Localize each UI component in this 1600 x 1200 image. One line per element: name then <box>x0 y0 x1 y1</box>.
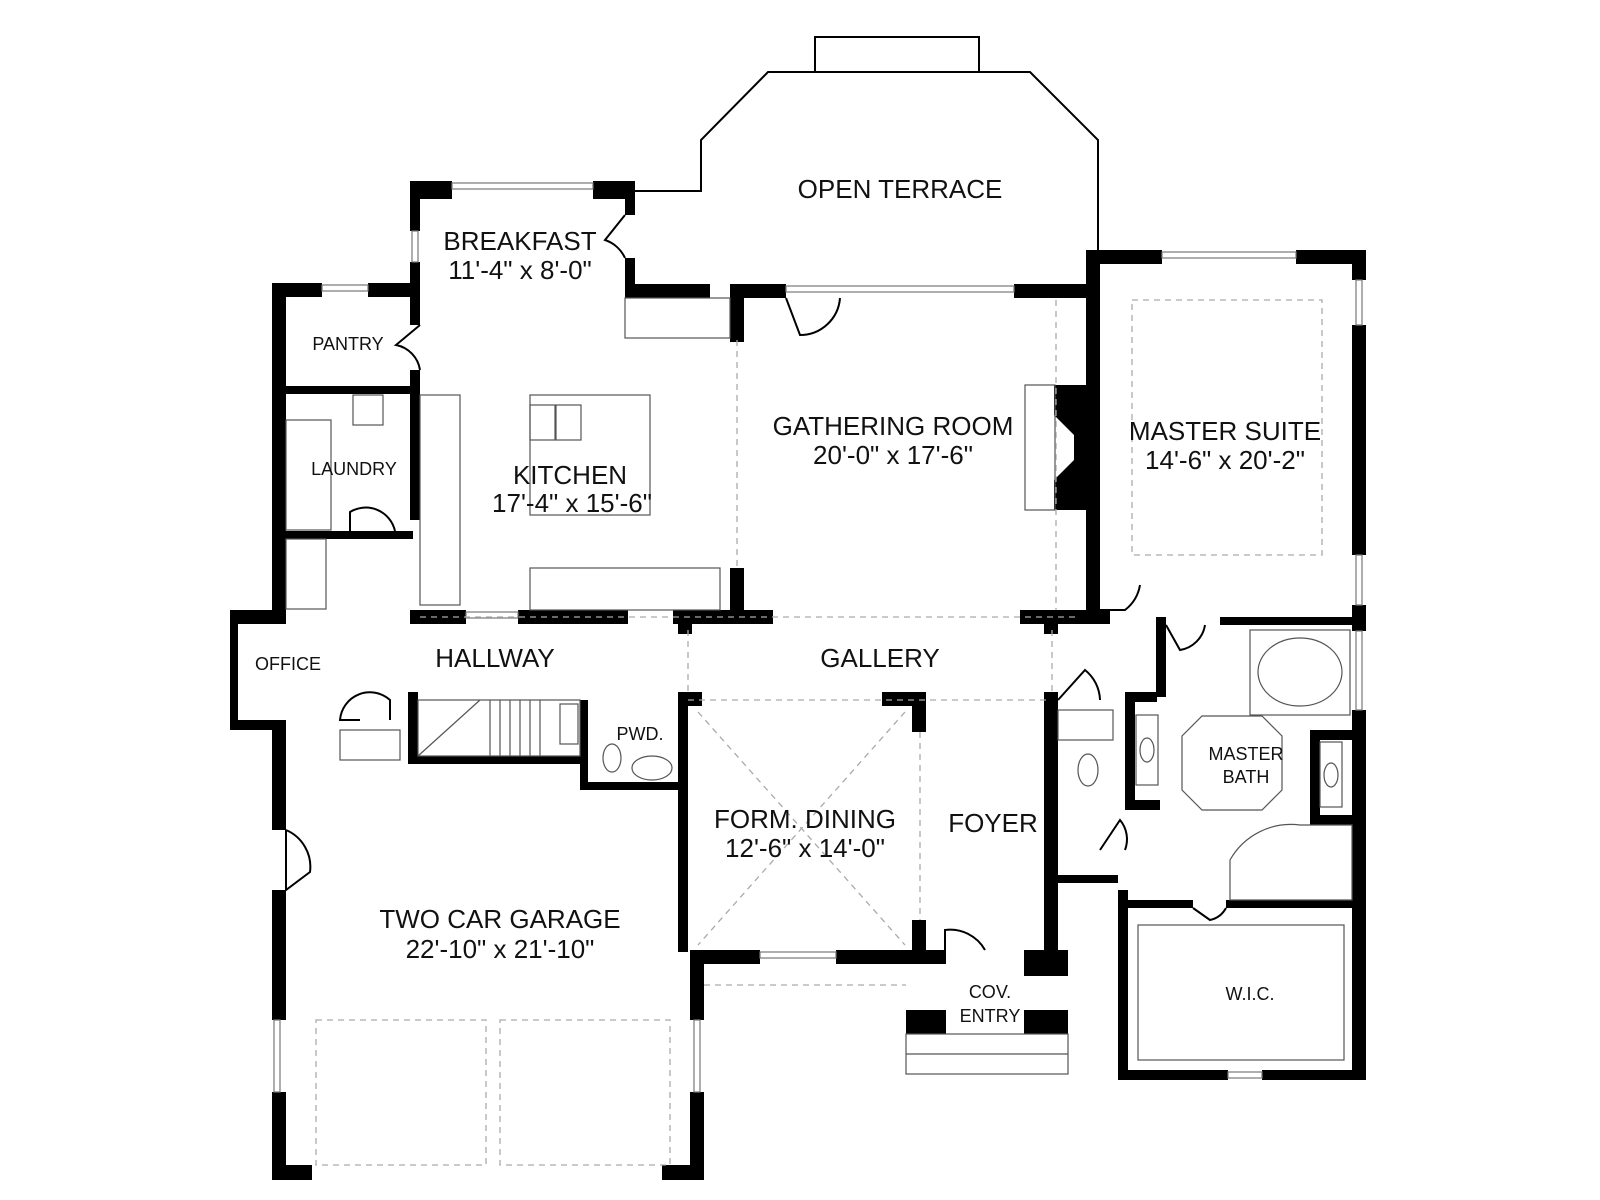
breakfast-label: BREAKFAST <box>443 226 596 256</box>
kitchen-size: 17'-4" x 15'-6" <box>492 488 652 518</box>
master-bath-label-1: MASTER <box>1208 744 1283 764</box>
gathering-room-label: GATHERING ROOM <box>773 411 1014 441</box>
gallery-label: GALLERY <box>820 643 939 673</box>
laundry-label: LAUNDRY <box>311 459 397 479</box>
pantry-label: PANTRY <box>312 334 383 354</box>
breakfast-size: 11'-4" x 8'-0" <box>448 255 592 285</box>
master-bath-label-2: BATH <box>1223 767 1270 787</box>
two-car-garage-label: TWO CAR GARAGE <box>379 904 620 934</box>
hallway-label: HALLWAY <box>435 643 554 673</box>
doors <box>285 214 1227 951</box>
foyer-label: FOYER <box>948 808 1038 838</box>
open-terrace-label: OPEN TERRACE <box>798 174 1003 204</box>
gathering-room-size: 20'-0" x 17'-6" <box>813 440 973 470</box>
kitchen-label: KITCHEN <box>513 460 627 490</box>
form-dining-size: 12'-6" x 14'-0" <box>725 833 885 863</box>
cov-entry-label-2: ENTRY <box>960 1006 1021 1026</box>
fireplace <box>1024 384 1098 511</box>
cov-entry-label-1: COV. <box>969 982 1011 1002</box>
room-labels: OPEN TERRACE BREAKFAST 11'-4" x 8'-0" PA… <box>255 174 1321 1026</box>
open-terrace-outline <box>634 36 1099 255</box>
form-dining-label: FORM. DINING <box>714 804 896 834</box>
pwd-label: PWD. <box>617 724 664 744</box>
two-car-garage-size: 22'-10" x 21'-10" <box>406 934 595 964</box>
master-suite-label: MASTER SUITE <box>1129 416 1321 446</box>
windows <box>273 182 1363 1093</box>
walls <box>230 181 1366 1180</box>
office-label: OFFICE <box>255 654 321 674</box>
dashed-lines <box>315 299 1323 1166</box>
master-suite-size: 14'-6" x 20'-2" <box>1145 445 1305 475</box>
wic-label: W.I.C. <box>1226 984 1275 1004</box>
fixtures <box>285 297 1353 1061</box>
